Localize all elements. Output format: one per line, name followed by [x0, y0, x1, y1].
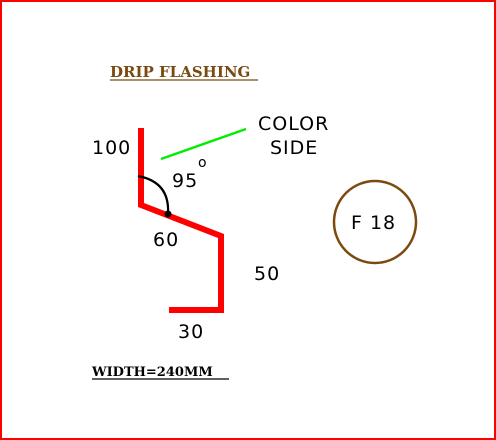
- drawing-title: DRIP FLASHING: [110, 63, 250, 81]
- flashing-profile: [138, 128, 224, 313]
- badge-label: F 18: [351, 212, 396, 234]
- dim-angle-degree: o: [198, 155, 208, 171]
- angle-arc-end: [164, 210, 172, 218]
- dim-vertical: 50: [254, 263, 280, 285]
- angle-arc: [137, 174, 170, 215]
- color-side-label-line1: COLOR: [258, 113, 329, 135]
- color-side-label-line2: SIDE: [270, 137, 318, 159]
- dim-top-leg: 100: [92, 137, 131, 159]
- dim-bottom: 30: [178, 321, 204, 343]
- width-label: WIDTH=240MM: [91, 365, 213, 380]
- dim-angle: 95: [172, 170, 198, 192]
- badge-ring: [332, 179, 418, 265]
- dim-slope: 60: [153, 229, 179, 251]
- color-side-marker: [160, 127, 247, 161]
